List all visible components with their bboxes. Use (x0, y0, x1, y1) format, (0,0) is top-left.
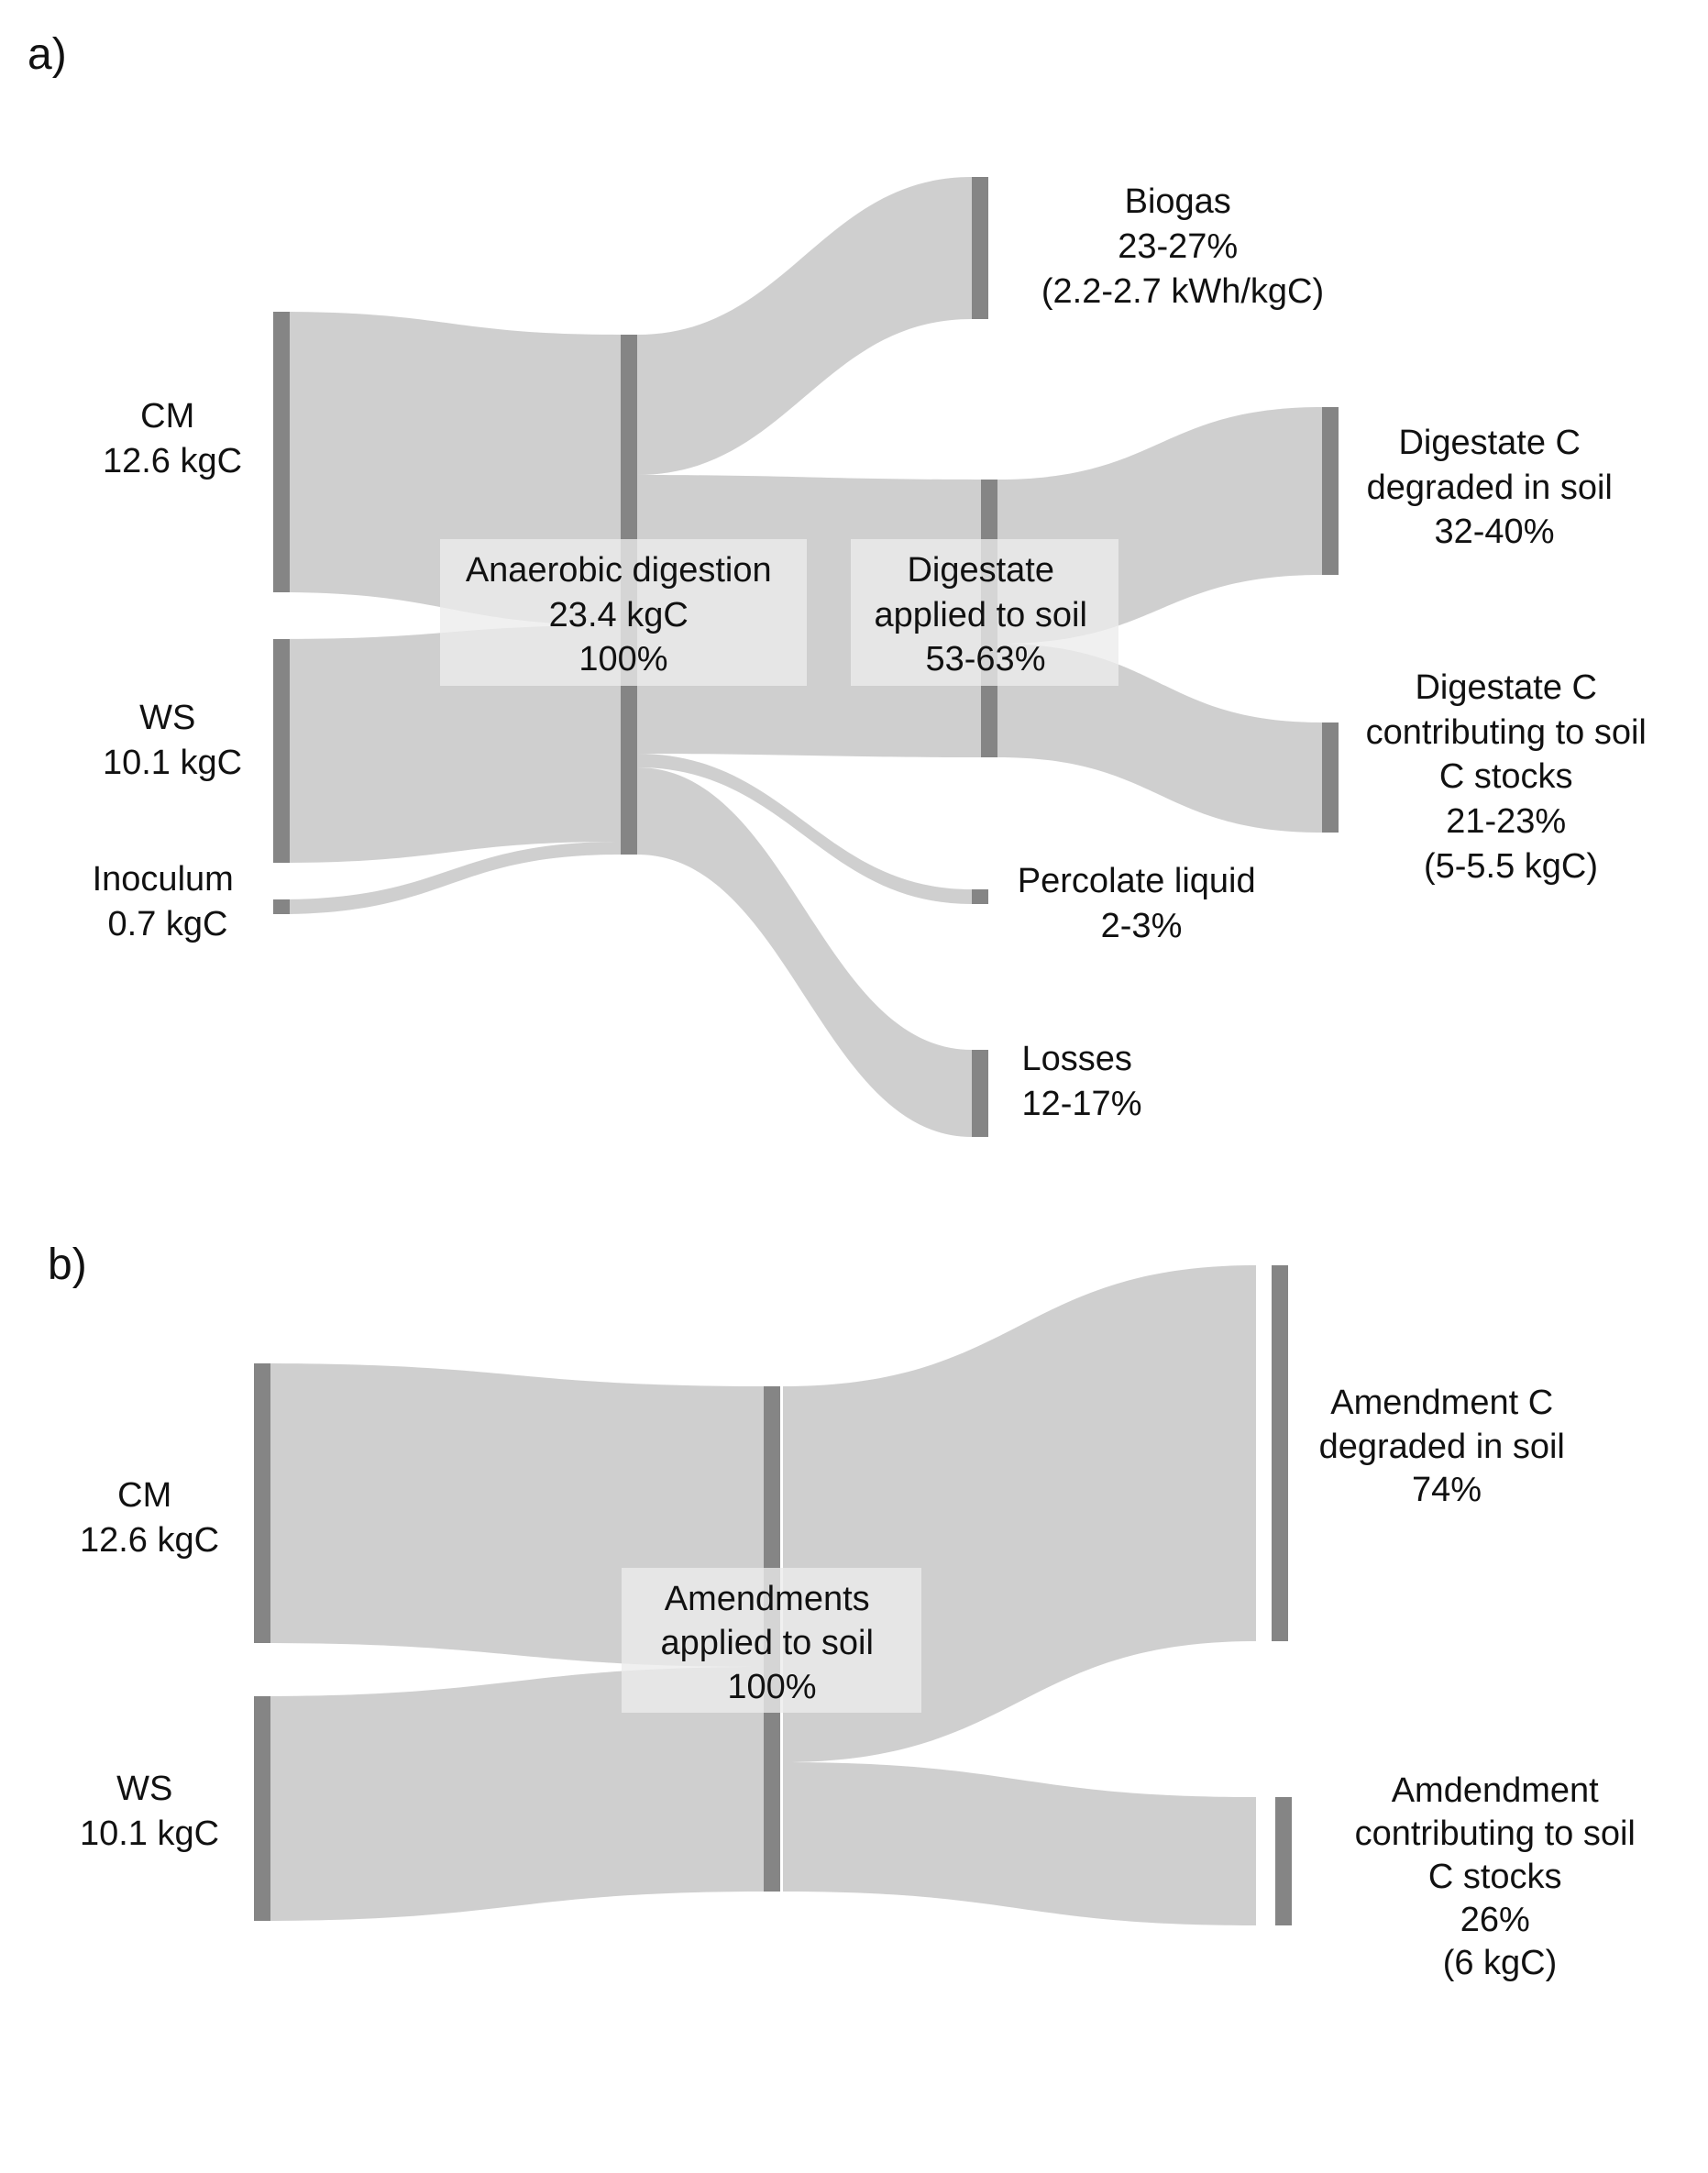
amendments-label-background (622, 1568, 921, 1713)
label-inoculum: Inoculum 0.7 kgC (93, 860, 244, 943)
label-anaerobic-digestion: Anaerobic digestion 23.4 kgC 100% (466, 551, 781, 678)
node-biogas-bar (972, 177, 988, 319)
link-inoculum-to-anaerobic-digestion (279, 842, 621, 914)
label-biogas: Biogas 23-27% (2.2-2.7 kWh/kgC) (1041, 182, 1324, 311)
link-amendments-to-soil-c-stocks (783, 1762, 1256, 1925)
node-cm-bar (273, 312, 290, 592)
digestate-label-background (851, 539, 1118, 686)
node-digestate-soil-c-stocks-bar (1322, 722, 1339, 833)
anaerobic-digestion-label-background (440, 539, 807, 686)
panel-b-nodes (254, 1265, 1292, 1925)
node-ws-bar (273, 639, 290, 863)
node-amendment-degraded-bar (1272, 1265, 1288, 1641)
label-digestate: Digestate applied to soil 53-63% (875, 551, 1097, 678)
link-anaerobic-digestion-to-losses (637, 767, 972, 1137)
label-amendment-degraded: Amendment C degraded in soil 74% (1319, 1384, 1575, 1509)
node-inoculum-bar (273, 899, 290, 914)
label-b-ws: WS 10.1 kgC (80, 1770, 219, 1853)
link-digestate-to-soil-c-stocks (997, 644, 1322, 833)
node-b-ws-bar (254, 1696, 270, 1921)
label-digestate-degraded: Digestate C degraded in soil 32-40% (1367, 424, 1623, 551)
panel-b: b) CM 12.6 kgC WS 10.1 kgC (48, 1241, 1646, 1982)
panel-b-label: b) (48, 1241, 87, 1289)
label-cm: CM 12.6 kgC (103, 397, 242, 480)
link-anaerobic-digestion-to-biogas (637, 177, 972, 475)
node-digestate-degraded-bar (1322, 407, 1339, 575)
link-anaerobic-digestion-to-percolate-liquid (637, 754, 972, 904)
label-b-cm: CM 12.6 kgC (80, 1476, 219, 1560)
label-percolate-liquid: Percolate liquid 2-3% (1018, 862, 1265, 945)
panel-a-label: a) (28, 30, 67, 79)
node-b-cm-bar (254, 1363, 270, 1643)
panel-b-labels: CM 12.6 kgC WS 10.1 kgC Amendments appli… (80, 1384, 1646, 1982)
panel-a-labels: CM 12.6 kgC WS 10.1 kgC Inoculum 0.7 kgC… (93, 182, 1657, 1123)
node-losses-bar (972, 1050, 988, 1137)
label-amendments: Amendments applied to soil 100% (661, 1580, 884, 1706)
node-percolate-liquid-bar (972, 889, 988, 904)
label-losses: Losses 12-17% (1022, 1040, 1142, 1123)
panel-a-nodes (273, 177, 1339, 1137)
panel-a: a) (28, 30, 1657, 1137)
label-digestate-soil-c-stocks: Digestate C contributing to soil C stock… (1366, 668, 1657, 886)
link-ws-to-amendments (260, 1667, 766, 1921)
label-amendment-soil-c-stocks: Amdendment contributing to soil C stocks… (1355, 1771, 1646, 1982)
label-ws: WS 10.1 kgC (103, 699, 242, 782)
node-amendment-soil-c-stocks-bar (1275, 1797, 1292, 1925)
